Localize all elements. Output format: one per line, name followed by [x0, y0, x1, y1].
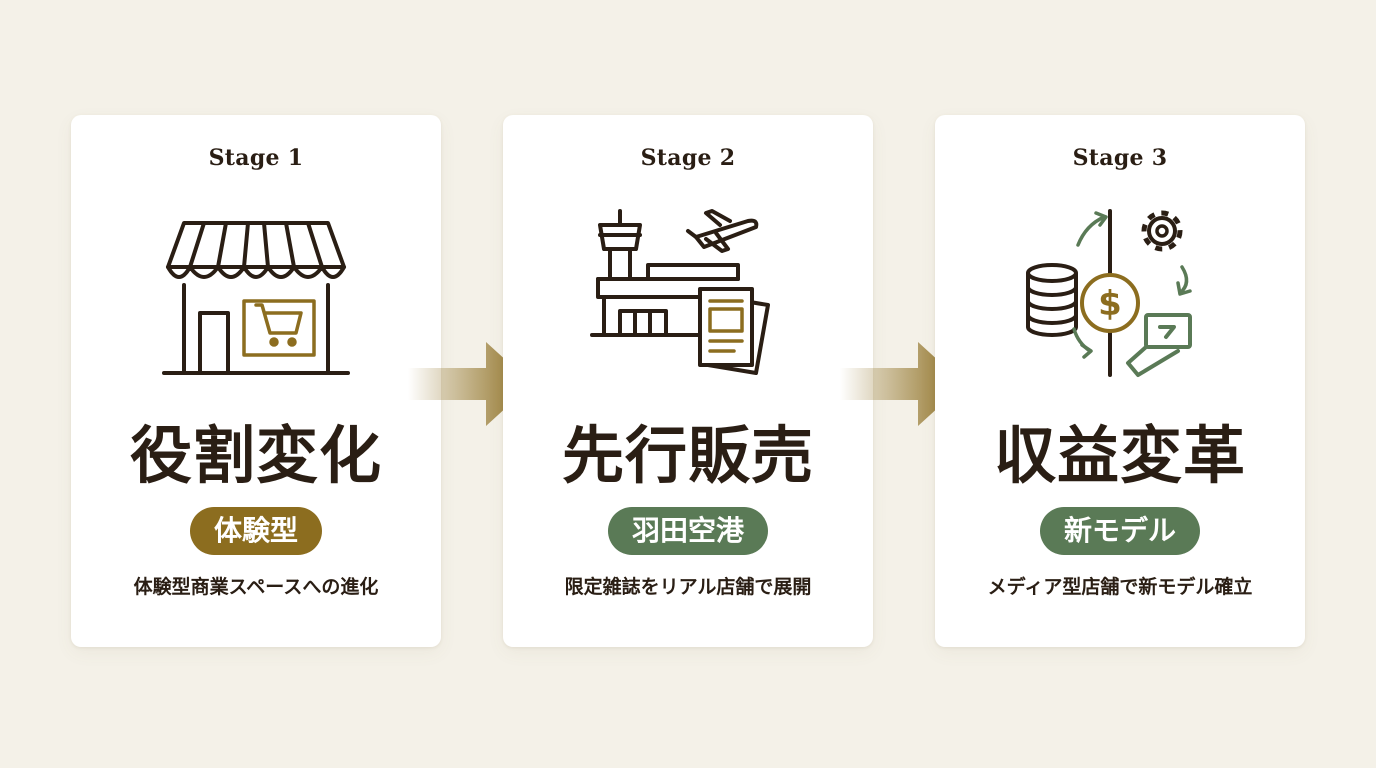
airport-magazine-icon [590, 209, 770, 375]
stage-label: Stage 1 [208, 145, 304, 171]
svg-text:$: $ [1098, 284, 1122, 324]
stage-card-1: Stage 1 役割変化 体験型 体験型商業ス [71, 115, 441, 647]
arrow-right-icon [840, 342, 964, 426]
stage-description: 体験型商業スペースへの進化 [133, 576, 379, 598]
revenue-cycle-icon: $ [1026, 209, 1192, 377]
stage-label: Stage 2 [640, 145, 736, 171]
stage-badge: 羽田空港 [607, 507, 769, 555]
stage-label: Stage 3 [1072, 145, 1168, 171]
arrow-right-icon [408, 342, 532, 426]
stage-description: メディア型店舗で新モデル確立 [987, 576, 1253, 598]
stage-badge: 体験型 [189, 507, 323, 555]
stage-card-3: Stage 3 $ [935, 115, 1305, 647]
stage-title: 収益変革 [993, 419, 1246, 492]
stage-title: 役割変化 [129, 419, 382, 492]
stage-title: 先行販売 [561, 419, 814, 492]
stage-description: 限定雑誌をリアル店舗で展開 [564, 576, 812, 598]
stage-badge: 新モデル [1039, 507, 1201, 555]
storefront-cart-icon [162, 221, 350, 375]
stage-card-2: Stage 2 [503, 115, 873, 647]
